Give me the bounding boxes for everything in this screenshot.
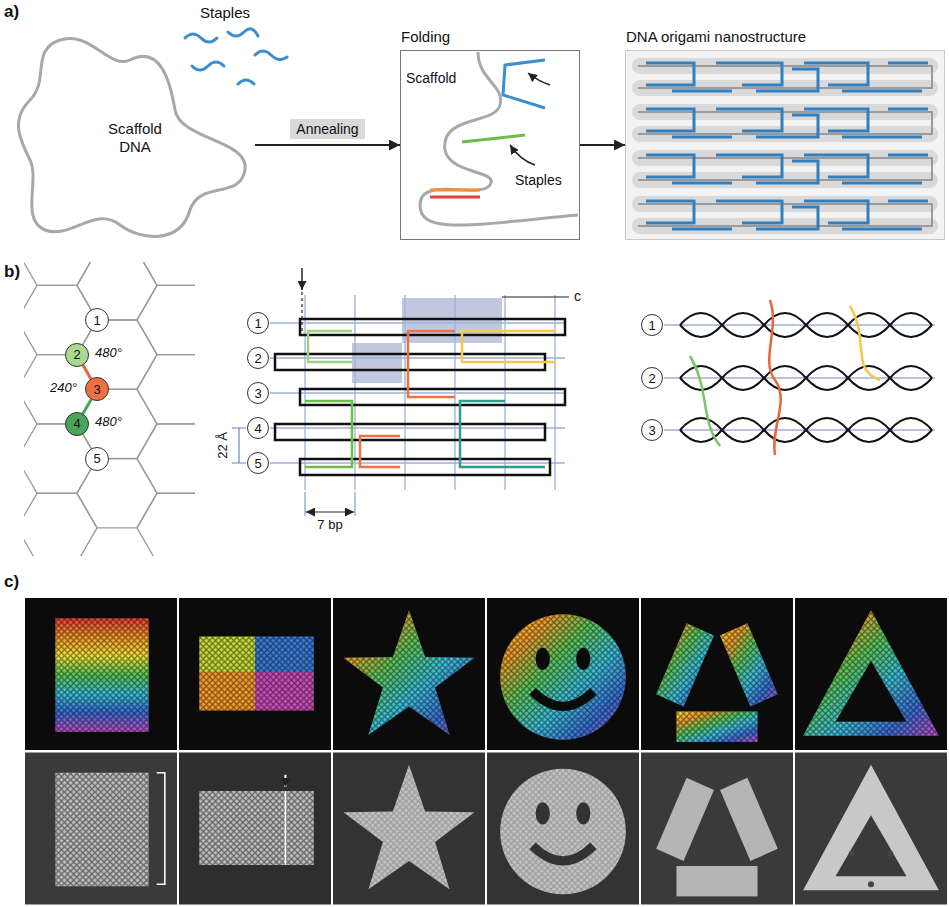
angle-label: 480° [95,346,122,361]
callout-letter: c [574,288,581,304]
helix-drawing [664,300,935,455]
panel-letter: a) [4,2,19,22]
strand-diagram [232,268,569,516]
node-text: 1 [93,314,100,327]
node-text: 1 [254,317,261,330]
process-arrow [580,144,625,146]
box-heading: DNA origami nanostructure [626,28,806,45]
node-text: 4 [73,417,80,430]
part-label: Staples [200,4,250,21]
part-label: Staples [515,172,562,188]
honeycomb-lattice [24,262,195,556]
scaffold-loop: Scaffold DNA [15,30,255,245]
origami-designs [25,598,947,750]
node-text: 5 [93,452,100,465]
origami-sketch [625,50,945,240]
row-number: 1 [247,312,269,334]
node-text: 3 [93,383,100,396]
node-text: 2 [73,348,80,361]
crossover-line [83,365,91,379]
node-text: 3 [648,424,655,437]
dimension-label: 22 Å [216,432,231,459]
node-text: 2 [254,352,261,365]
row-number: 3 [247,382,269,404]
helix-circle: 4 [65,412,89,436]
row-number: 2 [247,347,269,369]
dimension-label: 7 bp [317,518,342,533]
node-text: Scaffold DNA [95,120,175,155]
origami-panel: DNA origami nanostructure [625,50,945,240]
part-label: Scaffold [406,70,456,86]
node-text: 5 [254,457,261,470]
panel-letter: b) [4,262,20,282]
row-number: 5 [247,452,269,474]
panel-letter: c) [4,572,19,592]
helix-circle: 2 [65,343,89,367]
helix-circle: 5 [85,447,109,471]
angle-label: 240° [50,381,77,396]
row-number: 3 [641,419,663,441]
angle-label: 480° [95,415,122,430]
afm-images [25,753,947,905]
helix-circle: 1 [85,308,109,332]
crossover-line [83,400,91,414]
process-arrow [255,144,400,146]
edge-label: Annealing [290,119,364,139]
node-text: 1 [648,319,655,332]
node-text: 4 [254,422,261,435]
row-number: 4 [247,417,269,439]
node-text: 3 [254,387,261,400]
node-text: 2 [648,372,655,385]
row-number: 2 [641,367,663,389]
staple-strands [185,29,287,84]
helix-circle: 3 [85,377,109,401]
box-heading: Folding [401,28,450,45]
row-number: 1 [641,314,663,336]
